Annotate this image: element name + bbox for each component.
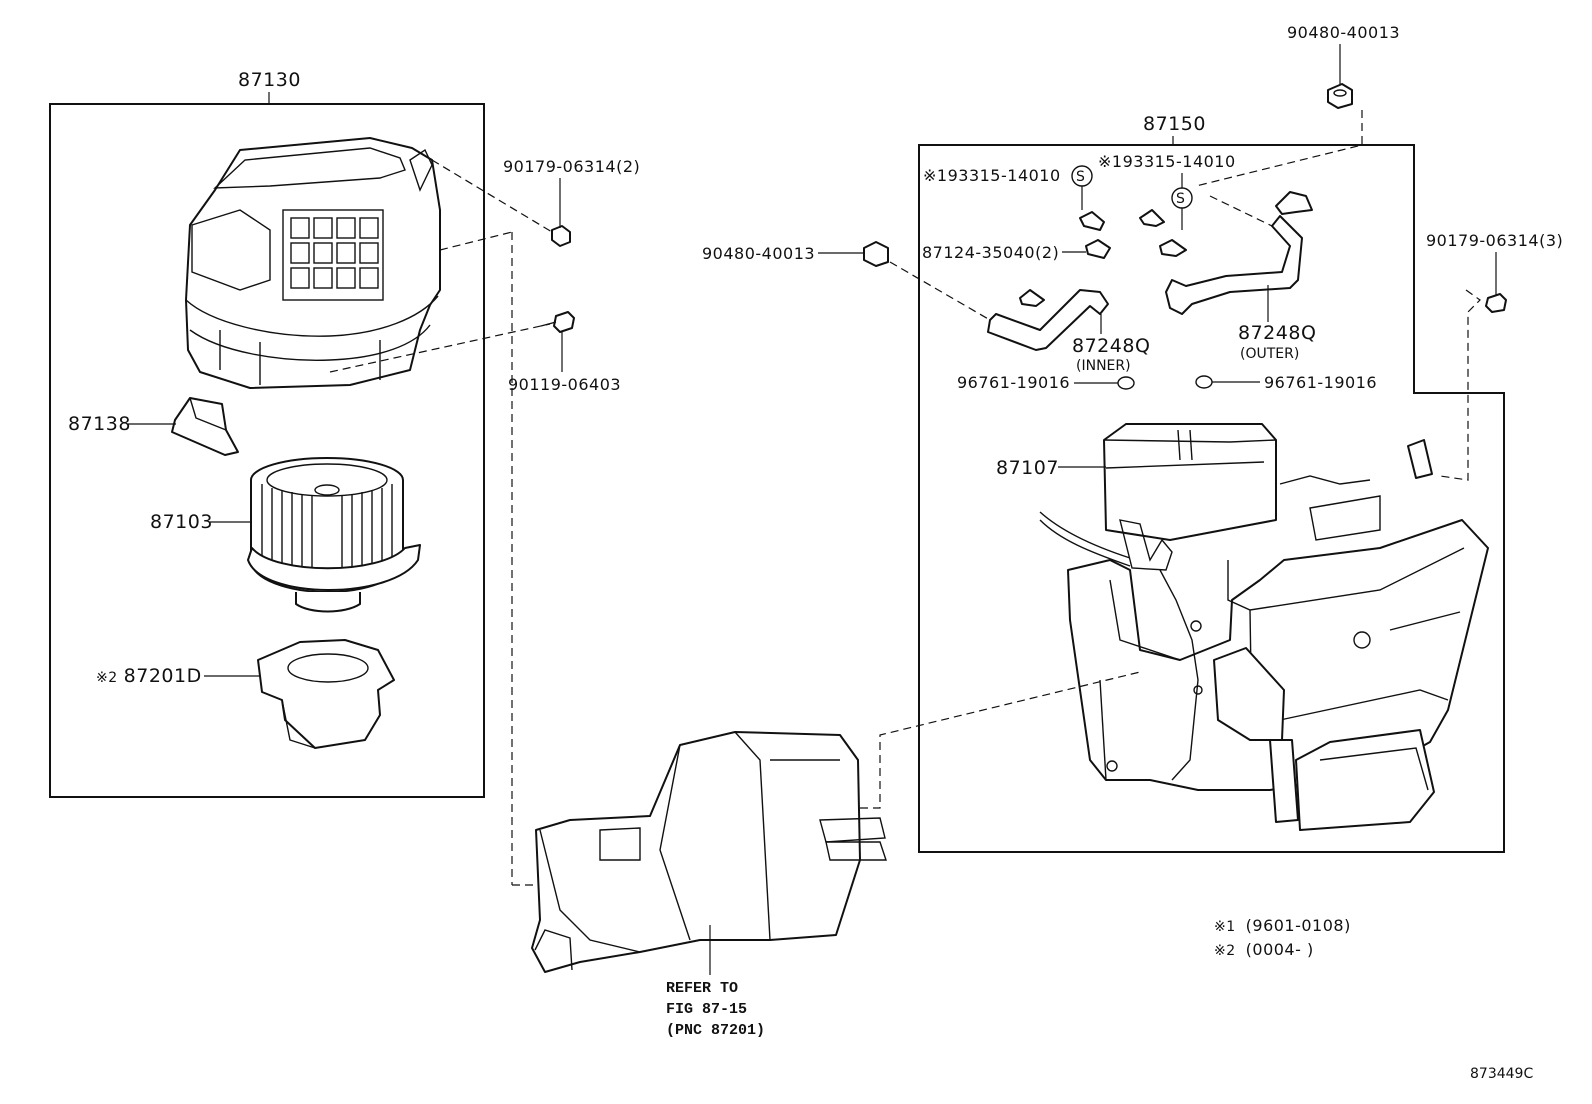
nut-left-label: 90480-40013 xyxy=(702,244,815,263)
catalog-id: 873449C xyxy=(1470,1066,1533,1082)
note-1-text: (9601-0108) xyxy=(1246,916,1351,935)
nut-left-relation xyxy=(889,261,991,321)
nut-top-drawing xyxy=(1327,83,1353,109)
air-duct-drawing xyxy=(531,731,887,973)
clamp-2-s-icon: S xyxy=(1176,191,1185,207)
damper-drawing xyxy=(257,639,395,749)
fan-motor-drawing xyxy=(247,457,421,613)
radiator-assembly-frame xyxy=(918,144,1505,853)
clip-drawings xyxy=(1019,191,1313,307)
oring-2-drawing xyxy=(1195,375,1213,389)
damper-mark: ※2 xyxy=(96,670,118,686)
bolt-label: 90119-06403 xyxy=(508,375,621,394)
refer-line-1: REFER TO xyxy=(666,980,738,997)
oring-2-label: 96761-19016 xyxy=(1264,373,1377,392)
note-2: ※2 (0004- ) xyxy=(1214,940,1314,959)
clamp-2-symbol: S xyxy=(1171,187,1193,209)
damper-part-number: 87201D xyxy=(124,665,202,687)
housing-relation-line-1 xyxy=(439,231,513,251)
blower-housing-drawing xyxy=(185,137,441,389)
hose-outer-note: (OUTER) xyxy=(1240,346,1299,362)
hose-inner-drawing xyxy=(987,289,1109,351)
duct-heater-relation xyxy=(860,671,1141,809)
hose-inner-note: (INNER) xyxy=(1076,358,1131,374)
screw-right-drawing xyxy=(1485,293,1507,313)
evaporator-label: 87107 xyxy=(996,457,1059,479)
screw-relation-line xyxy=(431,159,553,233)
nut-top-label: 90480-40013 xyxy=(1287,23,1400,42)
damper-label: ※2 87201D xyxy=(96,665,202,687)
note-1: ※1 (9601-0108) xyxy=(1214,916,1351,935)
blower-assembly-frame xyxy=(49,103,485,798)
resistor-drawing xyxy=(171,397,239,456)
hose-outer-relation xyxy=(1209,195,1273,227)
bolt-relation-line xyxy=(329,323,551,373)
hose-outer-drawing xyxy=(1165,215,1303,315)
fan-motor-label: 87103 xyxy=(150,511,213,533)
screw-top-label: 90179-06314(2) xyxy=(503,157,640,176)
nut-top-relation xyxy=(1195,110,1363,187)
refer-line-2: FIG 87-15 xyxy=(666,1001,747,1018)
screw-right-label: 90179-06314(3) xyxy=(1426,231,1563,250)
bolt-drawing xyxy=(540,311,575,333)
hose-inner-label: 87248Q xyxy=(1072,335,1150,357)
clamp-2-label: ※193315-14010 xyxy=(1098,152,1236,171)
oring-1-drawing xyxy=(1117,376,1135,390)
resistor-label: 87138 xyxy=(68,413,131,435)
screw-drawing xyxy=(551,225,571,247)
clamp-1-symbol: S xyxy=(1071,165,1093,187)
oring-1-label: 96761-19016 xyxy=(957,373,1070,392)
screw-right-relation xyxy=(1439,289,1481,481)
note-2-text: (0004- ) xyxy=(1246,940,1314,959)
clip-label: 87124-35040(2) xyxy=(922,243,1059,262)
hose-outer-label: 87248Q xyxy=(1238,322,1316,344)
clamp-1-s-icon: S xyxy=(1076,169,1085,185)
note-2-mark: ※2 xyxy=(1214,943,1236,959)
radiator-assembly-label: 87150 xyxy=(1143,113,1206,135)
heater-unit-drawing xyxy=(1039,423,1489,831)
clamp-1-label: ※193315-14010 xyxy=(923,166,1061,185)
blower-assembly-label: 87130 xyxy=(238,69,301,91)
note-1-mark: ※1 xyxy=(1214,919,1236,935)
refer-line-3: (PNC 87201) xyxy=(666,1022,765,1039)
nut-left-drawing xyxy=(863,241,889,267)
